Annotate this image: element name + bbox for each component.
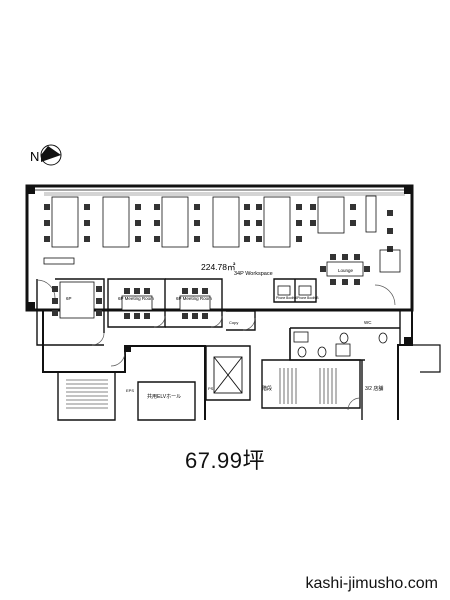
meeting-room-1-label: 6P Meeting Room [118,296,154,301]
door-swings [36,279,396,411]
area-tsubo-caption: 67.99坪 [184,448,266,473]
workspace-label: 34P Workspace [234,271,273,277]
toilet-fixtures [293,331,388,358]
stairs-hatching [66,368,337,409]
elevator-icon [213,356,243,394]
ps-label: PS [208,386,214,391]
window-strip [44,192,405,196]
north-compass-icon [40,144,62,166]
workspace-desks [51,196,364,319]
shared-room-label: 6P [66,296,72,301]
phone-booth-2-label: Phone Booth B [297,296,318,300]
area-label: 224.78㎡ [201,262,236,272]
stairs-label: 階段 [262,385,272,392]
interior-partitions [36,278,401,421]
compass-label: N [30,149,39,164]
ev-hall-label: 共用ELVホール [147,393,181,400]
eps-label: EPS [126,388,134,393]
shop-label: 3/2 店舗 [365,385,383,392]
columns [27,186,412,352]
meeting-room-2-label: 6P Meeting Room [176,296,212,301]
cabinets [43,195,401,273]
copy-area-label: Copy [229,320,238,325]
phone-booth-1-label: Phone Booth A [276,296,298,300]
site-watermark: kashi-jimusho.com [305,575,438,592]
lounge-label: Lounge [338,268,354,273]
wc-label: WC [364,320,372,325]
chairs [44,204,393,319]
